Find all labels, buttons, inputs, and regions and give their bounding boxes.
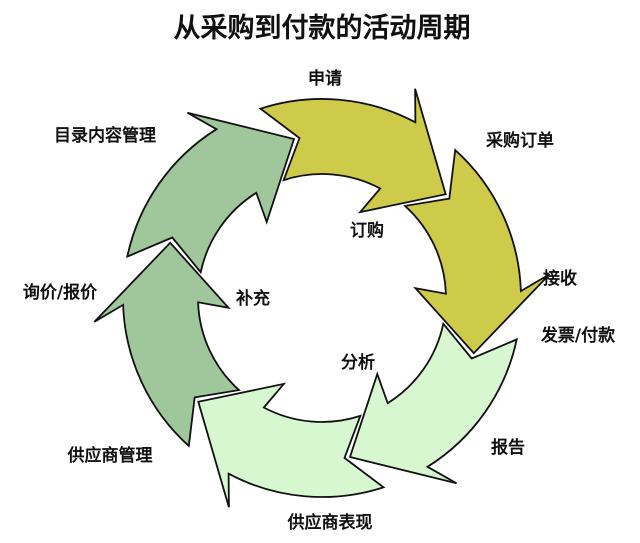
label-analysis: 分析 [341, 352, 375, 373]
label-receive: 接收 [543, 268, 577, 289]
label-supplier-management: 供应商管理 [67, 445, 153, 466]
cycle-arrow-analysis [197, 382, 386, 508]
cycle-arrow-replenish [93, 241, 241, 448]
label-request: 申请 [308, 68, 342, 89]
label-replenish: 补充 [235, 288, 270, 309]
cycle-arrow-replenish [126, 111, 296, 275]
label-invoice-payment: 发票/付款 [540, 325, 616, 346]
cycle-arrow-analysis [348, 321, 518, 485]
label-purchase-order: 采购订单 [485, 130, 554, 151]
label-ordering: 订购 [350, 220, 384, 241]
cycle-arrows [93, 88, 551, 508]
label-supplier-performance: 供应商表现 [287, 512, 373, 533]
label-report: 报告 [491, 437, 525, 458]
cycle-arrow-ordering [403, 148, 551, 355]
cycle-arrow-ordering [258, 88, 447, 214]
label-inquiry-quote: 询价/报价 [23, 282, 98, 303]
label-catalog-management: 目录内容管理 [54, 125, 156, 146]
diagram-title: 从采购到付款的活动周期 [174, 12, 471, 44]
